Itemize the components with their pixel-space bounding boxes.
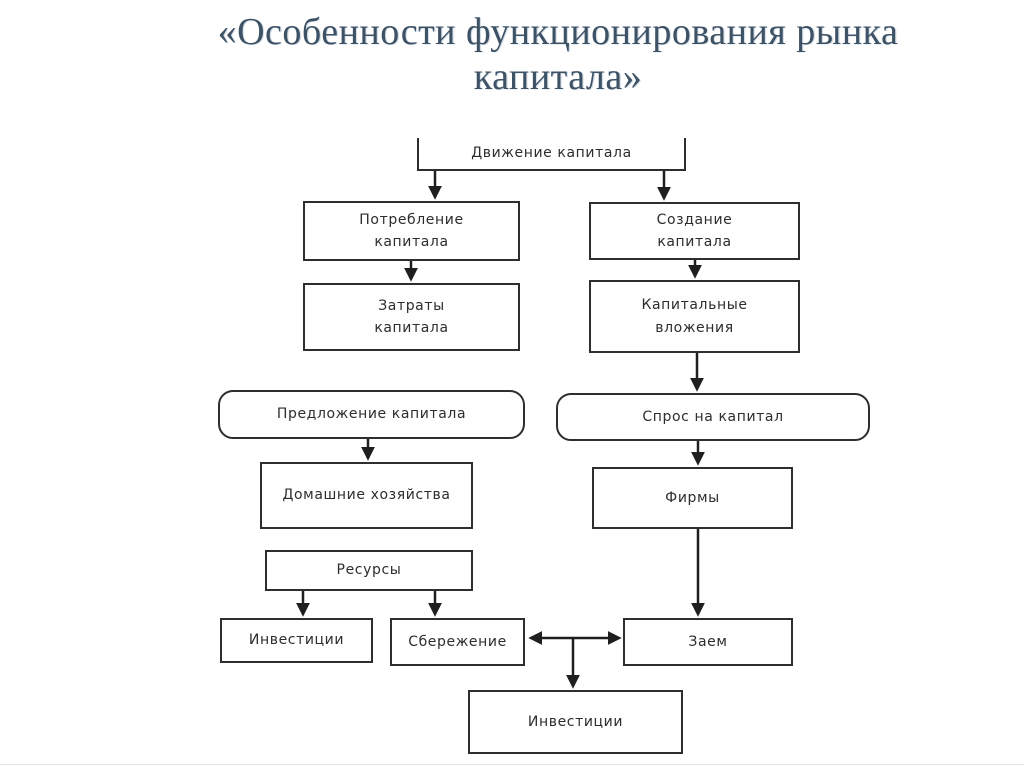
node-zaem: Заем — [623, 618, 793, 666]
node-investicii-bottom: Инвестиции — [468, 690, 683, 754]
node-label: Движение капитала — [471, 145, 632, 162]
node-label: Инвестиции — [527, 713, 624, 730]
node-sberezhenie: Сбережение — [390, 618, 525, 666]
node-label: Фирмы — [665, 489, 720, 506]
node-firmy: Фирмы — [592, 467, 793, 529]
node-label: Домашние хозяйства — [282, 487, 451, 504]
node-label: Создание капитала — [656, 211, 733, 250]
slide-bottom-edge — [0, 764, 1024, 765]
node-dvizhenie-kapitala: Движение капитала — [417, 138, 686, 171]
node-zatraty-kapitala: Затраты капитала — [303, 283, 520, 351]
node-label: Инвестиции — [248, 632, 345, 649]
node-label: Капитальные вложения — [641, 297, 748, 336]
node-kapitalnye-vlozheniya: Капитальные вложения — [589, 280, 800, 353]
node-domashnie-hozyajstva: Домашние хозяйства — [260, 462, 473, 529]
node-sozdanie-kapitala: Создание капитала — [589, 202, 800, 260]
node-predlozhenie-kapitala: Предложение капитала — [218, 390, 525, 439]
node-label: Потребление капитала — [359, 211, 464, 250]
node-potreblenie-kapitala: Потребление капитала — [303, 201, 520, 261]
node-spros-na-kapital: Спрос на капитал — [556, 393, 870, 441]
node-label: Спрос на капитал — [642, 408, 784, 425]
node-label: Предложение капитала — [276, 406, 467, 423]
slide-title: «Особенности функционирования рынка капи… — [217, 11, 899, 98]
node-investicii-left: Инвестиции — [220, 618, 373, 663]
node-label: Сбережение — [408, 633, 507, 650]
node-label: Затраты капитала — [374, 297, 449, 336]
node-resursy: Ресурсы — [265, 550, 473, 591]
node-label: Ресурсы — [336, 562, 402, 579]
node-label: Заем — [688, 633, 728, 650]
